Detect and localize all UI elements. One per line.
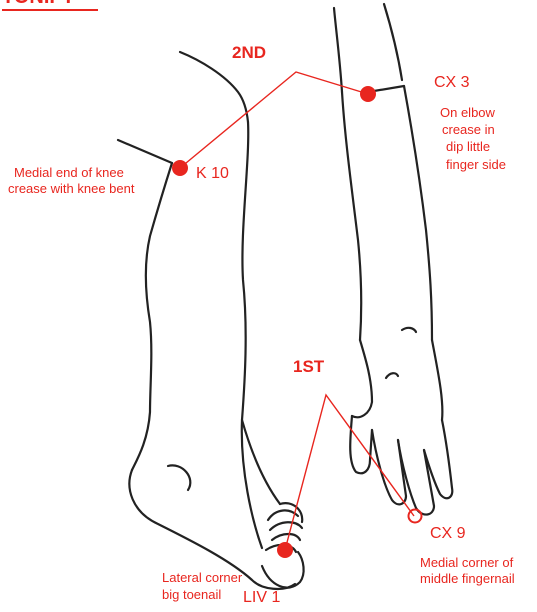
palm-right-edge — [432, 340, 442, 420]
cx9-code-label: CX 9 — [430, 525, 466, 542]
liv1-desc-line1: Lateral corner — [162, 570, 243, 585]
ankle-line — [168, 465, 190, 490]
leader-2nd — [180, 72, 368, 168]
k10-code-label: K 10 — [196, 165, 229, 182]
cx3-desc-line2: crease in — [442, 122, 495, 137]
cx3-desc-line3: dip little — [446, 139, 490, 154]
little-finger-line — [424, 420, 452, 498]
step-label-first: 1ST — [293, 357, 325, 376]
liv1-desc-line2: big toenail — [162, 587, 221, 602]
toe-line-3 — [272, 534, 300, 540]
step-label-second: 2ND — [232, 43, 266, 62]
leader-lines — [180, 72, 414, 550]
shin-front-line — [132, 163, 172, 470]
forearm-right-line — [404, 86, 432, 340]
cx3-desc-line1: On elbow — [440, 105, 496, 120]
upper-arm-right-line — [384, 4, 402, 80]
k10-point-marker — [172, 160, 188, 176]
k10-desc-line2: crease with knee bent — [8, 181, 135, 196]
leg-outline — [118, 52, 304, 589]
forearm-left-line — [342, 92, 361, 340]
diagram-title: TONIFY — [2, 0, 76, 8]
thumb-line — [352, 340, 372, 417]
liv1-point-marker — [277, 542, 293, 558]
thigh-back-line — [180, 52, 248, 122]
toe-line-2 — [270, 522, 302, 530]
middle-finger-line — [372, 430, 406, 504]
cx3-desc-line4: finger side — [446, 157, 506, 172]
cx9-point-marker — [409, 510, 422, 523]
upper-arm-left-line — [334, 8, 342, 92]
palm-crease-line — [386, 373, 398, 378]
cx9-desc-line1: Medial corner of — [420, 555, 514, 570]
leader-1st — [285, 395, 414, 550]
cx3-point-marker — [360, 86, 376, 102]
index-finger-line — [350, 416, 372, 473]
liv1-code-label: LIV 1 — [243, 589, 280, 606]
calf-outer-line — [242, 122, 262, 548]
knee-fold-line — [118, 140, 172, 163]
wrist-mark — [402, 328, 416, 332]
k10-desc-line1: Medial end of knee — [14, 165, 124, 180]
cx3-code-label: CX 3 — [434, 74, 470, 91]
cx9-desc-line2: middle fingernail — [420, 571, 515, 586]
